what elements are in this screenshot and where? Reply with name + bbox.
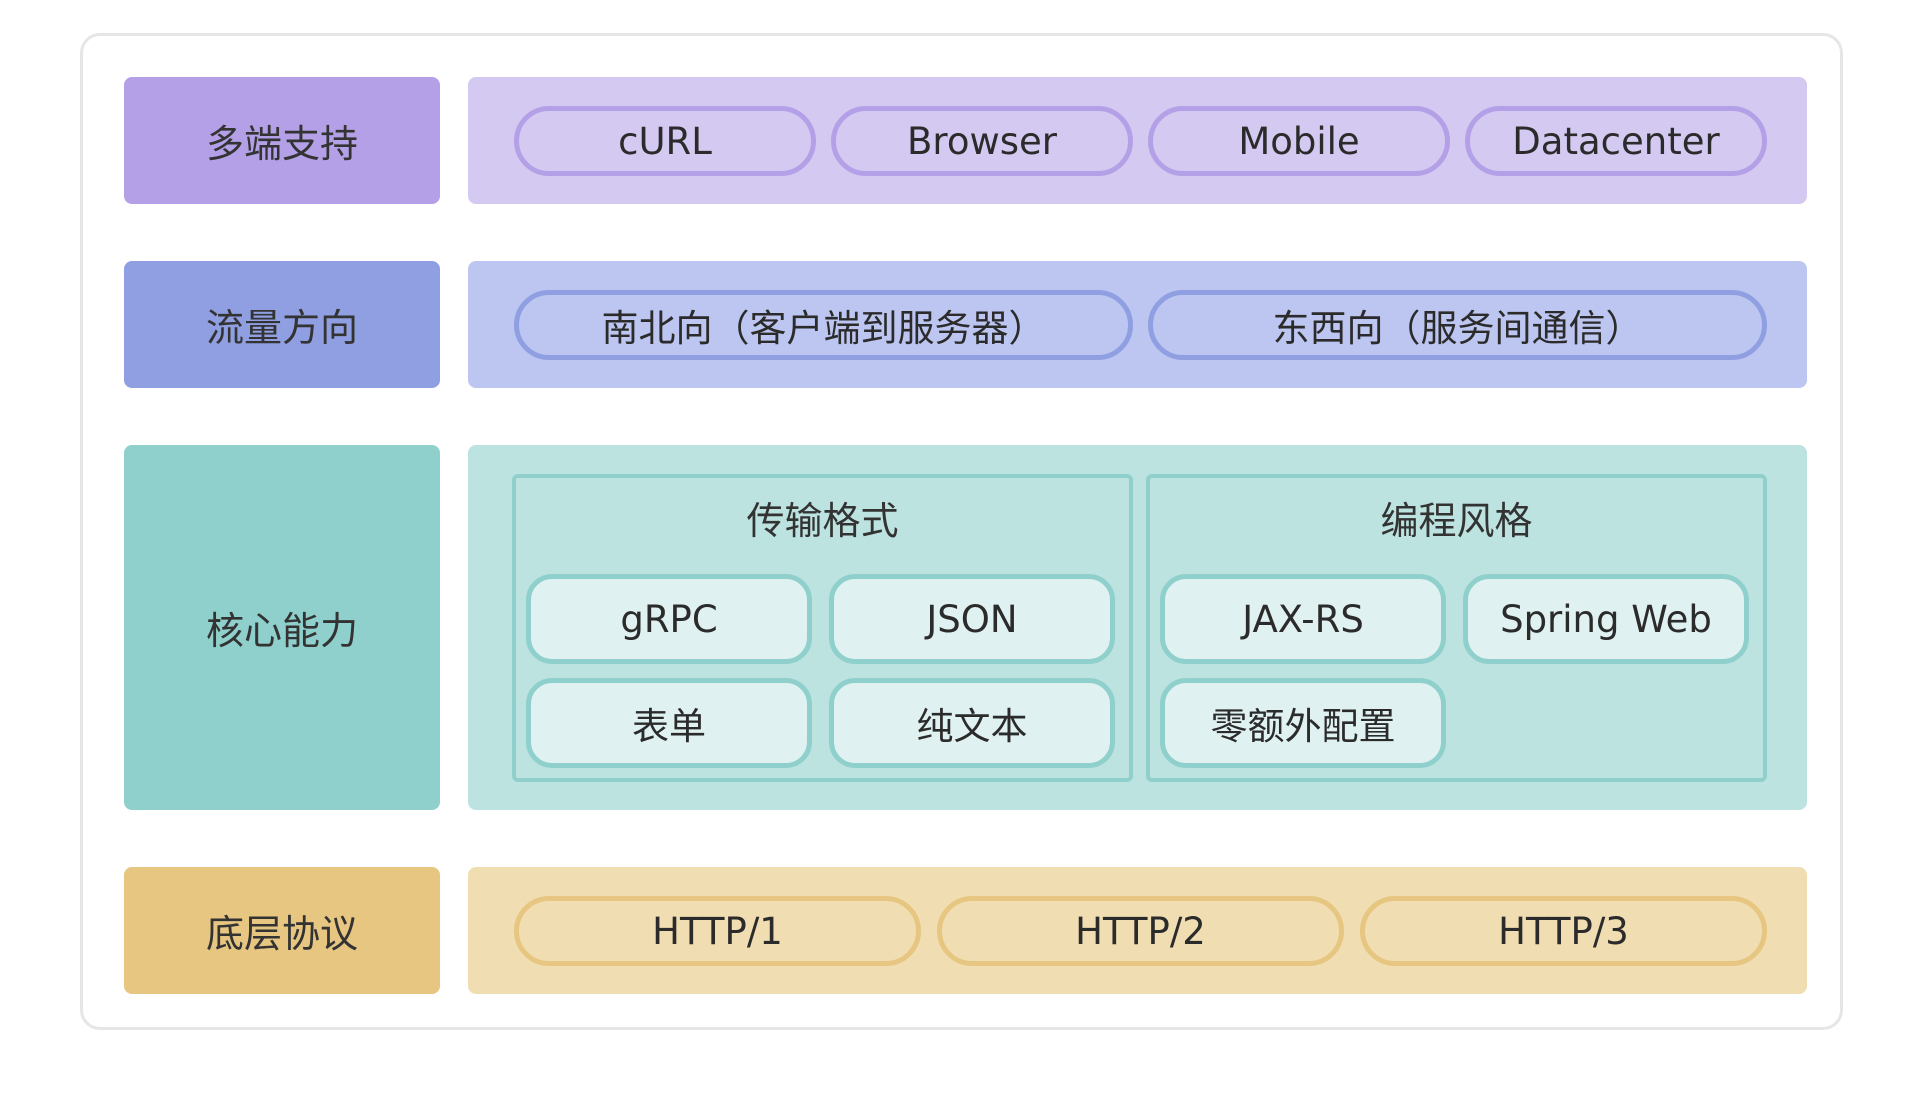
style-pill-spring-web: Spring Web: [1463, 574, 1749, 664]
client-pill-mobile: Mobile: [1148, 106, 1450, 176]
protocol-pill-http3: HTTP/3: [1360, 896, 1767, 966]
group-programming-style: 编程风格 JAX-RS Spring Web 零额外配置: [1146, 474, 1767, 782]
pill-text: HTTP/3: [1498, 909, 1629, 953]
layer-band-core: 传输格式 gRPC JSON 表单 纯文本 编程风格 JAX-RS Spring…: [468, 445, 1807, 810]
pill-text: JSON: [926, 597, 1018, 641]
traffic-pill-north-south: 南北向（客户端到服务器）: [514, 290, 1133, 360]
style-pill-zero-config: 零额外配置: [1160, 678, 1446, 768]
layer-label-text: 多端支持: [205, 122, 358, 166]
layer-band-traffic: 南北向（客户端到服务器） 东西向（服务间通信）: [468, 261, 1807, 388]
group-title: 编程风格: [1380, 499, 1533, 543]
pill-text: Spring Web: [1500, 597, 1712, 641]
group-title: 传输格式: [746, 499, 899, 543]
format-pill-json: JSON: [829, 574, 1115, 664]
format-pill-grpc: gRPC: [526, 574, 812, 664]
pill-text: 零额外配置: [1210, 705, 1396, 748]
layer-band-clients: cURL Browser Mobile Datacenter: [468, 77, 1807, 204]
pill-text: 纯文本: [916, 705, 1028, 748]
format-pill-plaintext: 纯文本: [829, 678, 1115, 768]
client-pill-datacenter: Datacenter: [1465, 106, 1767, 176]
group-transport-format: 传输格式 gRPC JSON 表单 纯文本: [512, 474, 1133, 782]
pill-text: Browser: [907, 119, 1057, 163]
layer-label-traffic: 流量方向: [124, 261, 440, 388]
style-pill-jaxrs: JAX-RS: [1160, 574, 1446, 664]
pill-text: JAX-RS: [1242, 597, 1364, 641]
layer-label-text: 核心能力: [205, 609, 358, 653]
protocol-pill-http2: HTTP/2: [937, 896, 1344, 966]
pill-text: gRPC: [620, 597, 718, 641]
layer-label-clients: 多端支持: [124, 77, 440, 204]
protocol-pill-http1: HTTP/1: [514, 896, 921, 966]
layer-label-text: 底层协议: [205, 912, 358, 956]
pill-text: 南北向（客户端到服务器）: [601, 307, 1046, 350]
pill-text: Datacenter: [1512, 119, 1720, 163]
pill-text: HTTP/2: [1075, 909, 1206, 953]
layer-label-text: 流量方向: [205, 306, 358, 350]
pill-text: HTTP/1: [652, 909, 783, 953]
client-pill-browser: Browser: [831, 106, 1133, 176]
pill-text: 东西向（服务间通信）: [1272, 307, 1643, 350]
layer-band-protocol: HTTP/1 HTTP/2 HTTP/3: [468, 867, 1807, 994]
pill-text: 表单: [632, 705, 706, 748]
format-pill-form: 表单: [526, 678, 812, 768]
layer-label-core: 核心能力: [124, 445, 440, 810]
traffic-pill-east-west: 东西向（服务间通信）: [1148, 290, 1767, 360]
layer-label-protocol: 底层协议: [124, 867, 440, 994]
client-pill-curl: cURL: [514, 106, 816, 176]
pill-text: Mobile: [1238, 119, 1360, 163]
pill-text: cURL: [618, 119, 712, 163]
